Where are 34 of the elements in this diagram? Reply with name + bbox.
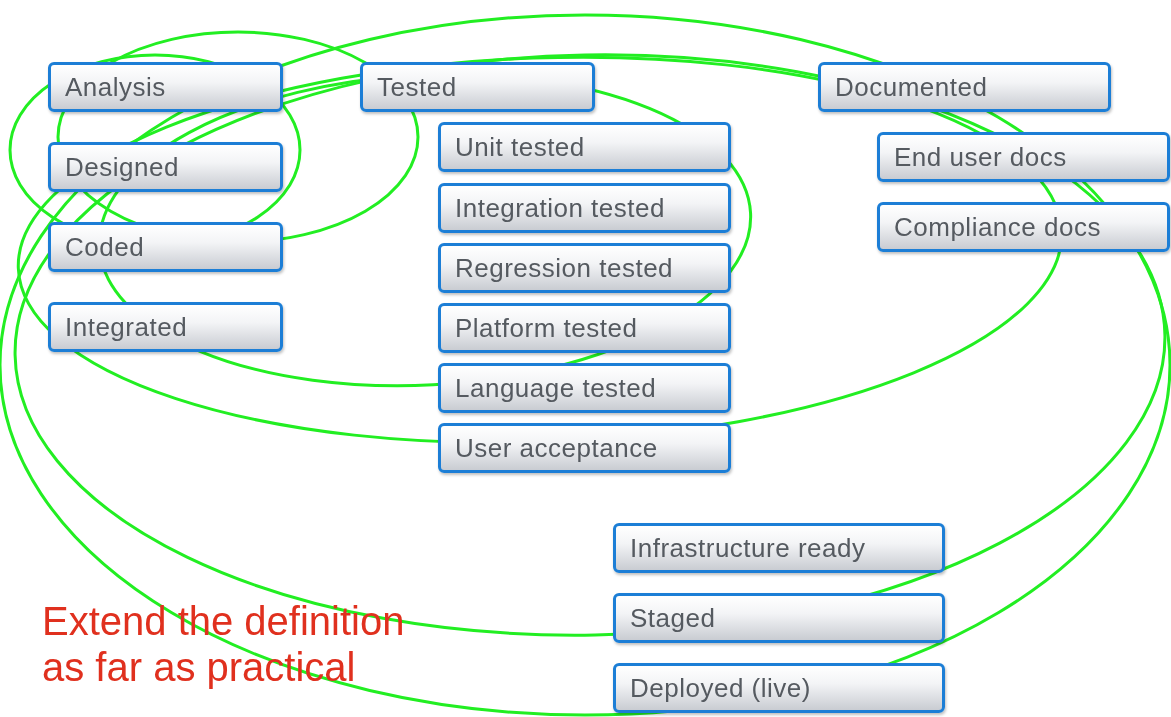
status-box <box>360 62 595 112</box>
box-label: Analysis <box>65 71 166 103</box>
status-box <box>438 363 731 413</box>
box-label: Designed <box>65 151 179 183</box>
box-label: Unit tested <box>455 131 585 163</box>
status-box <box>818 62 1111 112</box>
status-box <box>613 523 945 573</box>
box-label: Infrastructure ready <box>630 532 866 564</box>
status-box <box>48 62 283 112</box>
box-label: Documented <box>835 71 988 103</box>
box-label: Integrated <box>65 311 188 343</box>
status-box <box>438 423 731 473</box>
status-box <box>877 202 1170 252</box>
status-box <box>48 142 283 192</box>
box-label: Deployed (live) <box>630 672 811 704</box>
status-box <box>613 593 945 643</box>
status-box <box>48 222 283 272</box>
box-label: End user docs <box>894 141 1067 173</box>
status-box <box>877 132 1170 182</box>
box-label: Regression tested <box>455 252 674 284</box>
box-label: Coded <box>65 231 145 263</box>
box-label: Platform tested <box>455 312 638 344</box>
status-box <box>438 122 731 172</box>
box-label: Compliance docs <box>894 211 1101 243</box>
box-label: Integration tested <box>455 192 665 224</box>
box-label: Staged <box>630 602 716 634</box>
box-label: Tested <box>377 71 457 103</box>
box-label: Language tested <box>455 372 657 404</box>
status-box <box>438 303 731 353</box>
status-box <box>438 243 731 293</box>
status-box <box>438 183 731 233</box>
status-box <box>613 663 945 713</box>
box-label: User acceptance <box>455 432 658 464</box>
status-box <box>48 302 283 352</box>
